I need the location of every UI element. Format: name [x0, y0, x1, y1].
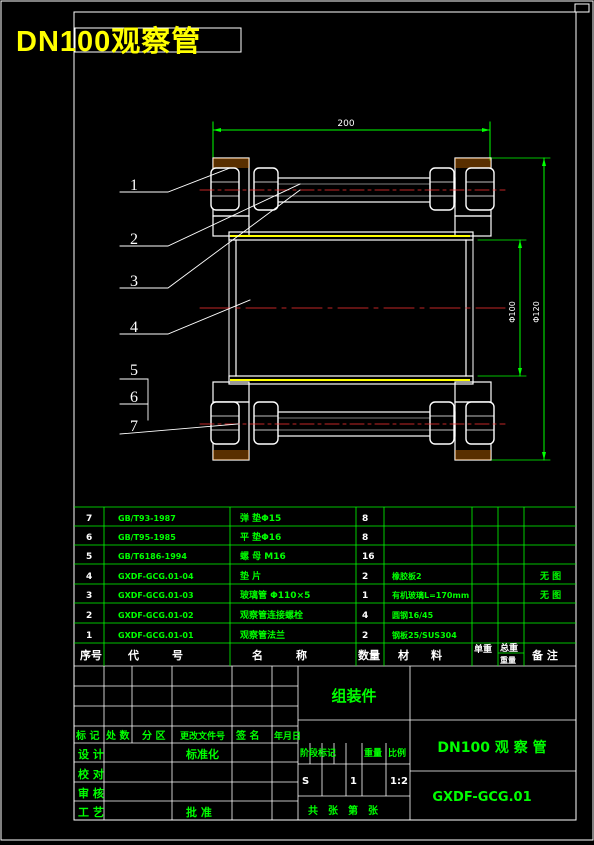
bom-cell-material: 橡胶板2: [392, 571, 422, 581]
bom-cell-qty: 4: [362, 611, 368, 621]
callout-5: 5: [130, 362, 138, 379]
bom-cell-note: 无 图: [539, 590, 561, 601]
standardize-label: 标准化: [185, 747, 219, 761]
assembly-label: 组装件: [331, 687, 376, 705]
check-label: 校 对: [78, 767, 104, 781]
bom-cell-code: GXDF-GCG.01-02: [118, 611, 194, 620]
rev-docno: 更改文件号: [180, 730, 225, 742]
bom-cell-qty: 16: [362, 552, 375, 562]
rev-zone: 分 区: [142, 729, 165, 742]
sheets-label: 共 张 第 张: [308, 804, 379, 817]
bom-cell-note: 无 图: [539, 571, 561, 582]
bom-h-name: 名 称: [252, 648, 307, 662]
bom-cell-name: 观察管法兰: [240, 629, 285, 641]
bom-cell-code: GB/T95-1985: [118, 533, 176, 542]
bom-cell-code: GB/T93-1987: [118, 514, 176, 523]
dim-outer-dia: Φ120: [532, 301, 541, 323]
bom-cell-code: GXDF-GCG.01-04: [118, 572, 194, 581]
bom-h-note: 备 注: [531, 648, 558, 662]
rev-mark: 标 记: [75, 729, 99, 742]
process-label: 工 艺: [78, 805, 104, 819]
bom-h-material: 材 料: [398, 648, 442, 662]
bom-cell-no: 4: [86, 572, 92, 582]
scale-label: 比例: [388, 747, 406, 759]
rev-sign: 签 名: [235, 729, 259, 742]
bom-h-no: 序号: [80, 648, 102, 662]
bom-cell-no: 7: [86, 514, 92, 524]
approve-label: 批 准: [186, 805, 212, 819]
bom-cell-code: GXDF-GCG.01-01: [118, 631, 194, 640]
bom-cell-no: 3: [86, 591, 92, 601]
bom-cell-name: 垫 片: [240, 570, 261, 582]
page-title: DN100观察管: [16, 26, 202, 58]
scale-value: 1:2: [390, 776, 408, 787]
stage-label: 阶段标记: [300, 747, 336, 759]
bom-cell-material: 有机玻璃L=170mm: [392, 590, 469, 600]
bom-cell-material: 钢板25/SUS304: [392, 630, 457, 640]
title-block: [74, 666, 576, 820]
rev-date: 年月日: [274, 730, 301, 742]
callout-6: 6: [130, 389, 138, 406]
title-box: [74, 27, 242, 53]
bom-cell-no: 6: [86, 533, 92, 543]
bom-h-qty: 数量: [358, 648, 380, 662]
bom-cell-name: 观察管连接螺栓: [240, 609, 303, 621]
bom-cell-qty: 2: [362, 572, 368, 582]
bom-h-unitw: 单重: [474, 643, 492, 655]
assembly-drawing: 200: [119, 119, 551, 461]
bom-cell-name: 平 垫Φ16: [240, 531, 281, 543]
design-label: 设 计: [78, 747, 104, 761]
bom-cell-material: 圆钢16/45: [392, 610, 434, 620]
bom-h-totalw: 总重: [500, 642, 518, 654]
dim-length: 200: [337, 119, 354, 129]
bom-cell-code: GB/T6186-1994: [118, 552, 187, 561]
bom-h-code: 代 号: [127, 648, 183, 662]
bom-h-weight: 重量: [500, 655, 516, 665]
bom-header: 序号 代 号 名 称 数量 材 料 单重 总重 重量 备 注: [80, 642, 558, 665]
bom-cell-code: GXDF-GCG.01-03: [118, 591, 194, 600]
bom-cell-no: 1: [86, 631, 92, 641]
callout-7: 7: [130, 418, 138, 435]
bom-cell-qty: 8: [362, 514, 368, 524]
bom-table: [74, 506, 576, 667]
inner-border: [73, 11, 577, 821]
bom-cell-name: 螺 母 M16: [240, 550, 286, 562]
bom-cell-qty: 2: [362, 631, 368, 641]
dim-inner-dia: Φ100: [508, 301, 517, 323]
bom-cell-qty: 8: [362, 533, 368, 543]
bom-cell-qty: 1: [362, 591, 368, 601]
callout-2: 2: [130, 231, 138, 248]
bom-cell-name: 玻璃管 Φ110×5: [240, 589, 310, 601]
rev-count: 处 数: [105, 729, 130, 742]
drawing-number: GXDF-GCG.01: [432, 790, 531, 805]
weight-label: 重量: [364, 747, 382, 759]
callout-4: 4: [130, 319, 138, 336]
callout-3: 3: [130, 273, 138, 290]
bom-cell-name: 弹 垫Φ15: [240, 512, 281, 524]
weight-value: 1: [350, 776, 357, 787]
bom-cell-no: 2: [86, 611, 92, 621]
drawing-name: DN100 观 察 管: [437, 739, 546, 756]
bom-cell-no: 5: [86, 552, 92, 562]
callout-1: 1: [130, 177, 138, 194]
review-label: 审 核: [78, 786, 104, 800]
stage-value: S: [302, 776, 309, 787]
